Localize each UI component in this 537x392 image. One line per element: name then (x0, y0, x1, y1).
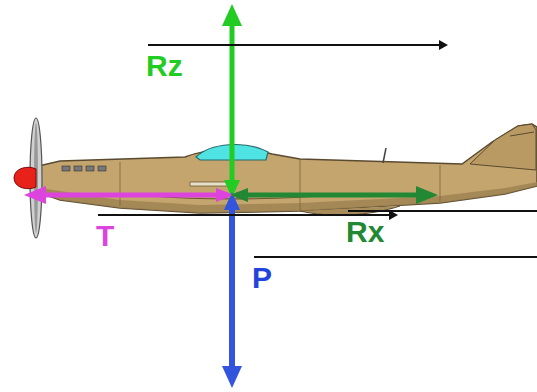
vector-arrow (146, 38, 450, 50)
vector-arrow (252, 250, 537, 262)
force-label: Rz (146, 38, 450, 82)
force-name: Rx (346, 216, 537, 248)
force-label: P (252, 250, 537, 294)
force-name: P (252, 262, 537, 294)
force-label: Rx (346, 204, 537, 248)
force-name: Rz (146, 50, 450, 82)
vector-arrow (346, 204, 537, 216)
